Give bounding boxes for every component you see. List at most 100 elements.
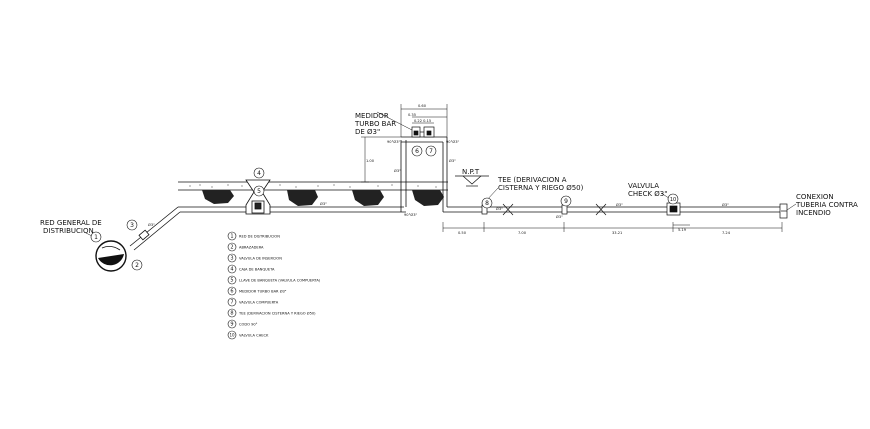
- label-tee-2: CISTERNA Y RIEGO Ø50): [498, 184, 584, 192]
- svg-text:5: 5: [257, 188, 261, 195]
- legend-text: VALVULA DE INSERCION: [239, 256, 282, 260]
- label-medidor-3: DE Ø3": [355, 128, 380, 136]
- svg-text:6: 6: [415, 148, 419, 155]
- marker-10: 10: [667, 193, 679, 205]
- svg-text:7: 7: [429, 148, 433, 155]
- legend-number: 2: [230, 245, 233, 251]
- legend-marker: [227, 286, 237, 296]
- insertion-valve: [138, 229, 150, 241]
- size-riser: Ø3": [394, 168, 401, 173]
- size-elbow-a: 90°Ø3": [387, 139, 400, 144]
- legend-item: 6 MEDIDOR TURBO BAR Ø3": [227, 286, 287, 296]
- leader-lines: [83, 111, 797, 239]
- callout-labels: RED GENERAL DE DISTRIBUCION MEDIDOR TURB…: [40, 112, 858, 235]
- svg-text:10: 10: [670, 197, 676, 203]
- legend-marker: [227, 319, 237, 329]
- right-run-fittings: [481, 202, 788, 219]
- legend-marker: [227, 275, 237, 285]
- legend-item: 1 RED DE DISTRIBUCION: [227, 231, 280, 241]
- legend-number: 8: [230, 311, 233, 317]
- size-elbow-c: 90°Ø3": [404, 212, 417, 217]
- legend-number: 1: [230, 234, 233, 240]
- curb-box: [245, 179, 271, 215]
- legend-text: ABRAZADERA: [239, 245, 264, 249]
- label-npt: N.P.T: [462, 168, 480, 176]
- label-valvula-2: CHECK Ø3": [628, 190, 667, 198]
- label-medidor-2: TURBO BAR: [354, 120, 396, 128]
- svg-text:3: 3: [130, 222, 134, 229]
- legend-number: 4: [230, 267, 233, 273]
- legend-number: 7: [230, 300, 233, 306]
- legend-text: VALVULA CHECK: [239, 333, 269, 337]
- main-pipe: [129, 136, 782, 251]
- size-elbow-b: 90°Ø3": [446, 139, 459, 144]
- npt-symbol: [455, 175, 489, 187]
- soil-block-2: [287, 190, 318, 206]
- dim-run-3: 33.21: [612, 231, 622, 235]
- soil-block-1: [202, 190, 234, 204]
- dim-run-4: 5.19: [678, 228, 687, 232]
- label-red-general-1: RED GENERAL DE: [40, 219, 102, 227]
- legend-marker: [227, 297, 237, 307]
- marker-9: 9: [560, 195, 572, 207]
- dim-run-5: 7.24: [722, 231, 731, 235]
- marker-5: 5: [253, 185, 265, 197]
- legend-number: 5: [230, 278, 233, 284]
- size-run-d: Ø3": [722, 202, 729, 207]
- label-conexion-1: CONEXION: [796, 193, 834, 201]
- soil-blocks: [202, 190, 444, 206]
- size-run-c: Ø3": [616, 202, 623, 207]
- label-conexion-3: INCENDIO: [796, 209, 831, 217]
- label-medidor-1: MEDIDOR: [355, 112, 389, 120]
- legend-item: 4 CAJA DE BANQUETA: [227, 264, 275, 274]
- marker-4: 4: [253, 167, 265, 179]
- svg-text:1: 1: [94, 234, 98, 241]
- legend-item: 10 VALVULA CHECK: [227, 330, 269, 340]
- pipe-break-marks: [502, 203, 607, 216]
- svg-text:9: 9: [564, 198, 568, 205]
- legend-marker: [227, 308, 237, 318]
- dim-run-1: 0.50: [458, 231, 467, 235]
- legend-marker: [227, 264, 237, 274]
- marker-6: 6: [411, 145, 423, 157]
- meter-assembly: [411, 126, 435, 138]
- marker-7: 7: [425, 145, 437, 157]
- legend-text: LLAVE DE BANQUETA (VALVULA COMPUERTA): [239, 278, 321, 282]
- ground-line: [178, 181, 448, 191]
- legend-number: 10: [229, 333, 235, 338]
- legend-marker: [227, 231, 237, 241]
- legend-item: 5 LLAVE DE BANQUETA (VALVULA COMPUERTA): [227, 275, 321, 285]
- pipe-size-texts: Ø3" Ø3" Ø3" Ø3" 90°Ø3" 90°Ø3" 90°Ø3" Ø3"…: [148, 139, 729, 227]
- label-tee-1: TEE (DERIVACION A: [497, 176, 567, 184]
- legend-marker: [227, 242, 237, 252]
- size-run-a: Ø3": [496, 206, 503, 211]
- dim-top-width: 0.60: [418, 104, 427, 108]
- numbered-markers: 1 2 3 4 5 6 7 8 9 10: [90, 145, 679, 271]
- legend-text: CAJA DE BANQUETA: [239, 267, 275, 271]
- soil-block-4: [412, 190, 444, 206]
- elbow-fitting: [561, 204, 568, 215]
- legend-marker: [227, 330, 237, 340]
- svg-text:4: 4: [257, 170, 261, 177]
- dimension-texts: 0.60 0.35 0.22 0.15 1.00 0.50 7.00 33.21…: [366, 104, 731, 235]
- label-valvula-1: VALVULA: [628, 182, 659, 190]
- svg-text:8: 8: [485, 200, 489, 207]
- dim-top-sub-a: 0.35: [408, 113, 416, 117]
- size-run-b: Ø3": [556, 214, 563, 219]
- legend-number: 6: [230, 289, 233, 295]
- soil-block-3: [352, 190, 384, 206]
- legend-text: RED DE DISTRIBUCION: [239, 234, 280, 238]
- size-main: Ø3": [320, 201, 327, 206]
- ground-hatch: [189, 184, 437, 188]
- legend-marker: [227, 253, 237, 263]
- legend-text: MEDIDOR TURBO BAR Ø3": [239, 288, 287, 293]
- svg-text:2: 2: [135, 262, 139, 269]
- size-vertical: Ø3": [449, 158, 456, 163]
- label-red-general-2: DISTRIBUCION: [43, 227, 94, 235]
